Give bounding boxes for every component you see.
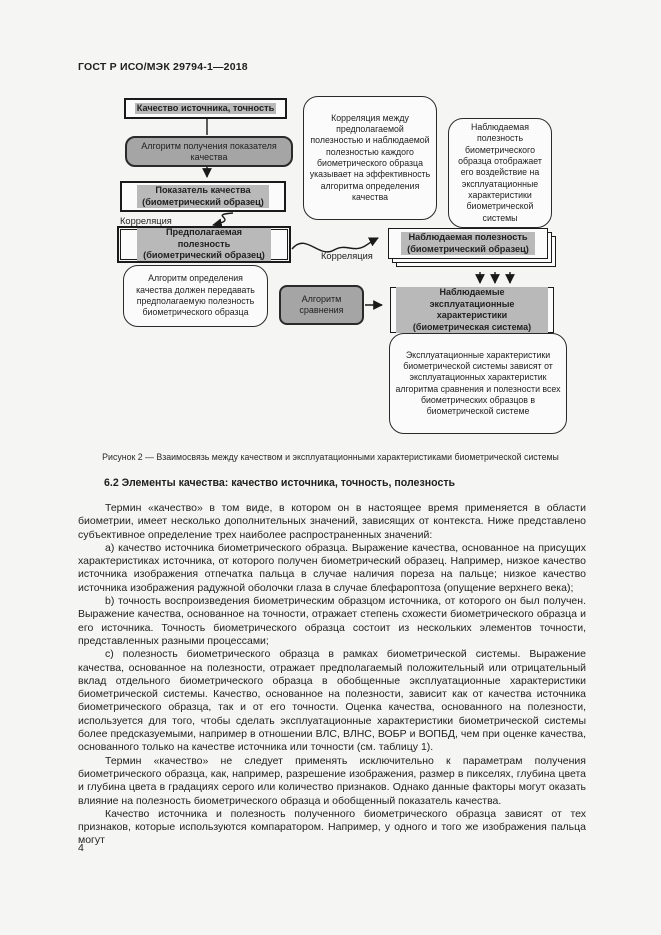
body-text: Термин «качество» в том виде, в котором …: [78, 502, 586, 848]
note-observed-utility: Наблюдаемая полезность биометрического о…: [448, 118, 552, 228]
page-number: 4: [78, 842, 84, 854]
node-predicted-utility-label: Предполагаемая полезность (биометрически…: [137, 227, 271, 262]
section-heading: 6.2 Элементы качества: качество источник…: [104, 477, 456, 489]
node-observed-utility-label: Наблюдаемая полезность (биометрический о…: [401, 232, 535, 255]
paragraph-item-b: b) точность воспроизведения биометрическ…: [78, 595, 586, 647]
node-source-quality-label: Качество источника, точность: [134, 102, 277, 115]
figure-caption: Рисунок 2 — Взаимосвязь между качеством …: [102, 452, 559, 462]
figure-2-diagram: Качество источника, точность Алгоритм по…: [0, 0, 661, 460]
document-header: ГОСТ Р ИСО/МЭК 29794-1—2018: [78, 61, 248, 73]
paragraph-source-utility: Качество источника и полезность полученн…: [78, 807, 586, 847]
node-observed-utility: Наблюдаемая полезность (биометрический о…: [388, 228, 548, 259]
node-source-quality: Качество источника, точность: [124, 98, 287, 119]
correlation-label-left: Корреляция: [120, 216, 172, 226]
node-observed-performance: Наблюдаемые эксплуатационные характерист…: [390, 287, 554, 333]
node-predicted-utility: Предполагаемая полезность (биометрически…: [117, 226, 291, 263]
node-comparison-algorithm: Алгоритм сравнения: [279, 285, 364, 325]
note-correlation: Корреляция между предполагаемой полезнос…: [303, 96, 437, 220]
note-quality-algorithm: Алгоритм определения качества должен пер…: [123, 265, 268, 327]
paragraph-intro: Термин «качество» в том виде, в котором …: [78, 502, 586, 541]
node-quality-score-label: Показатель качества (биометрический обра…: [137, 185, 269, 208]
node-observed-performance-label: Наблюдаемые эксплуатационные характерист…: [396, 287, 548, 333]
connector-arrows-layer: [202, 119, 515, 310]
note-performance: Эксплуатационные характеристики биометри…: [389, 333, 567, 434]
correlation-label-middle: Корреляция: [321, 251, 373, 261]
node-quality-algorithm: Алгоритм получения показателя качества: [125, 136, 293, 167]
paragraph-term-note: Термин «качество» не следует применять и…: [78, 754, 586, 807]
paragraph-item-a: а) качество источника биометрического об…: [78, 541, 586, 594]
paragraph-item-c: с) полезность биометрического образца в …: [78, 648, 586, 754]
node-quality-score: Показатель качества (биометрический обра…: [120, 181, 286, 212]
